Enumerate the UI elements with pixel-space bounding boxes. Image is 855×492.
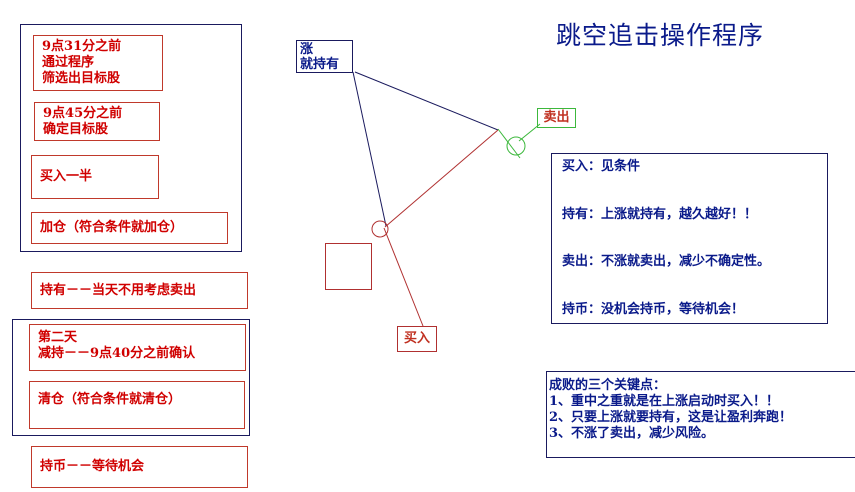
text: 9点31分之前 — [42, 39, 122, 54]
sell-line — [518, 123, 541, 142]
rule-buy: 买入：见条件 — [562, 159, 641, 174]
sell-label: 卖出 — [537, 108, 576, 128]
text: 9点45分之前 — [43, 106, 123, 121]
sell-circle — [506, 136, 526, 156]
hold-line-right — [354, 71, 499, 131]
hold-label: 涨就持有 — [296, 40, 353, 73]
keys-title: 成败的三个关键点： — [549, 378, 667, 393]
rule-sell: 卖出：不涨就卖出，减少不确定性。 — [562, 254, 771, 269]
step-reduce: 第二天减持－－9点40分之前确认 — [29, 324, 246, 371]
hold-line-left — [352, 71, 387, 227]
rule-cash: 持币：没机会持币，等待机会！ — [562, 302, 745, 317]
step-add: 加仓（符合条件就加仓） — [31, 212, 228, 244]
buy-label: 买入 — [397, 326, 437, 352]
buy-circle — [371, 220, 389, 238]
rules-box: 买入：见条件 持有：上涨就持有，越久越好！！ 卖出：不涨就卖出，减少不确定性。 … — [551, 153, 828, 324]
page-title: 跳空追击操作程序 — [556, 21, 765, 50]
day2-group — [12, 319, 250, 436]
text: 就持有 — [300, 57, 340, 72]
day1-group — [20, 24, 242, 252]
step-screen: 9点31分之前通过程序筛选出目标股 — [33, 35, 163, 91]
sell-tick — [497, 128, 521, 159]
rise-line — [384, 129, 499, 228]
key-item: 1、重中之重就是在上涨启动时买入！！ — [549, 394, 780, 409]
text: 确定目标股 — [43, 122, 109, 137]
step-clear: 清仓（符合条件就清仓） — [29, 381, 245, 429]
key-item: 3、不涨了卖出，减少风险。 — [549, 426, 715, 441]
rule-hold: 持有：上涨就持有，越久越好！！ — [562, 207, 758, 222]
step-buy-half: 买入一半 — [31, 155, 159, 199]
buy-line — [383, 227, 424, 327]
text: 第二天 — [38, 330, 78, 345]
step-wait: 持币－－等待机会 — [31, 446, 248, 488]
text: 涨 — [300, 42, 314, 57]
text: 减持－－9点40分之前确认 — [38, 346, 196, 361]
step-confirm: 9点45分之前确定目标股 — [34, 102, 160, 141]
key-item: 2、只要上涨就要持有，这是让盈利奔跑！ — [549, 410, 793, 425]
text: 筛选出目标股 — [42, 71, 121, 86]
keys-box: 成败的三个关键点： 1、重中之重就是在上涨启动时买入！！ 2、只要上涨就要持有，… — [546, 371, 855, 458]
text: 通过程序 — [42, 55, 95, 70]
red-square — [325, 243, 372, 290]
step-hold: 持有－－当天不用考虑卖出 — [31, 272, 248, 309]
